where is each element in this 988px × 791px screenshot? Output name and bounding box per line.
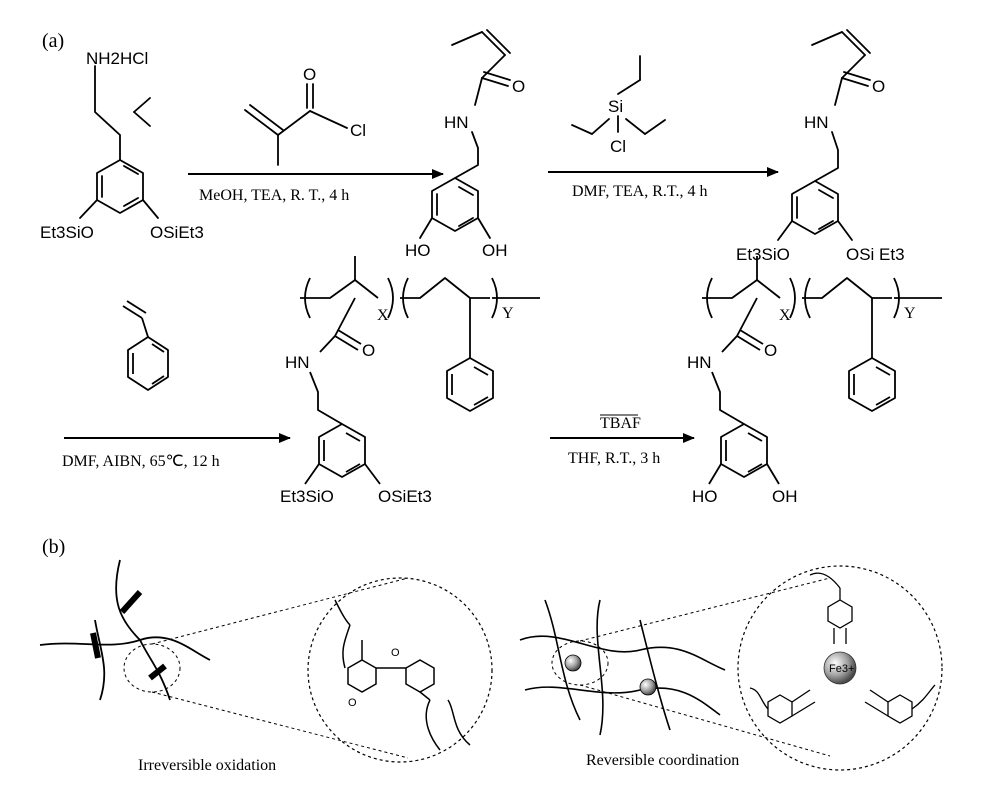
copolymer-o: O	[764, 341, 777, 360]
protected-dopamine-structure	[79, 65, 159, 219]
chlorotriethylsilane-structure	[571, 55, 666, 135]
irreversible-oxidation-network: O O	[39, 559, 493, 763]
reversible-coordination-network: Fe3+	[519, 565, 943, 771]
amine-hcl-label: NH2HCl	[86, 49, 148, 68]
pcopolymer-hn: HN	[285, 353, 310, 372]
panel-b-label: (b)	[42, 536, 65, 558]
dopamine-osi-right: OSiEt3	[150, 223, 204, 242]
pcopolymer-o: O	[362, 341, 375, 360]
reversible-caption: Reversible coordination	[586, 752, 739, 769]
reagent1-o: O	[303, 65, 316, 84]
pcopolymer-y: Y	[502, 305, 514, 322]
protected-dma-structure	[777, 29, 871, 241]
copolymer-hn: HN	[687, 353, 712, 372]
panel-a-label: (a)	[42, 30, 64, 52]
methacryloyl-chloride-structure	[244, 83, 348, 166]
styrene-row2-structure	[122, 300, 169, 391]
pdma-hn: HN	[804, 113, 829, 132]
arrow-2-conditions: DMF, TEA, R.T., 4 h	[572, 183, 707, 200]
styrene-structure	[133, 97, 151, 127]
copolymer-ho: HO	[692, 487, 718, 506]
copolymer-y: Y	[904, 305, 916, 322]
pcopolymer-osi-left: Et3SiO	[280, 487, 334, 506]
reagent2-si: Si	[608, 97, 623, 116]
dopamine-osi-left: Et3SiO	[40, 223, 94, 242]
reagent2-cl: Cl	[610, 137, 626, 156]
dopamine-methacrylamide-structure	[419, 29, 511, 239]
fe-label: Fe3+	[829, 663, 854, 675]
reagent1-cl: Cl	[350, 121, 366, 140]
arrow-4-reagent: TBAF	[600, 415, 641, 432]
copolymer-oh: OH	[772, 487, 798, 506]
arrow-1-conditions: MeOH, TEA, R. T., 4 h	[199, 187, 349, 204]
pcopolymer-osi-right: OSiEt3	[378, 487, 432, 506]
protected-copolymer-structure	[300, 256, 540, 485]
dma-oh: OH	[482, 241, 508, 260]
pdma-osi-left: Et3SiO	[736, 245, 790, 264]
dma-o: O	[512, 77, 525, 96]
quinone-o-1: O	[391, 647, 400, 659]
quinone-o-2: O	[348, 697, 357, 709]
copolymer-x: X	[779, 307, 791, 324]
irreversible-caption: Irreversible oxidation	[138, 757, 276, 774]
pdma-o: O	[872, 77, 885, 96]
copolymer-structure	[702, 256, 942, 485]
pdma-osi-right: OSi Et3	[846, 245, 905, 264]
dma-hn: HN	[444, 113, 469, 132]
arrow-3-conditions: DMF, AIBN, 65℃, 12 h	[62, 453, 220, 470]
arrow-4-conditions: THF, R.T., 3 h	[568, 450, 660, 467]
dma-ho: HO	[405, 241, 431, 260]
pcopolymer-x: X	[377, 307, 389, 324]
